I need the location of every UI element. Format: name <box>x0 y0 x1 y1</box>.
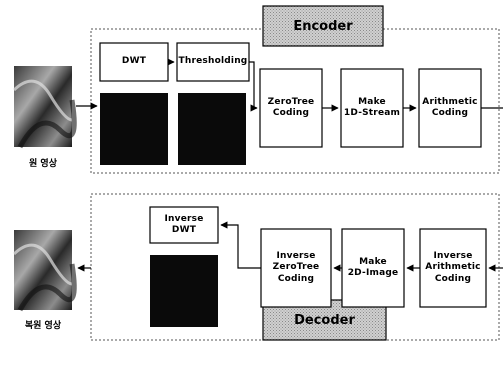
inverse-zerotree-coding-box <box>260 228 332 308</box>
dwt-coefficient-image <box>100 93 168 165</box>
make-2d-image-label: Make 2D-Image <box>347 256 399 278</box>
inverse-arithmetic-coding-label: Inverse Arithmetic Coding <box>425 251 481 284</box>
zerotree-coding-box <box>259 68 323 148</box>
arithmetic-coding-label: Arithmetic Coding <box>422 96 478 118</box>
decoder-title: Decoder <box>294 312 355 328</box>
original-image-caption: 원 영상 <box>29 159 57 169</box>
inverse-dwt-label: Inverse DWT <box>164 213 204 235</box>
encoder-connectors <box>76 58 503 112</box>
reconstructed-image-caption: 복원 영상 <box>24 321 62 331</box>
make-1d-stream-label: Make 1D-Stream <box>343 96 401 118</box>
make-1d-stream-box <box>340 68 404 148</box>
thresholded-coefficient-image <box>178 93 246 165</box>
make-2d-image-box <box>341 228 405 308</box>
inverse-dwt-box <box>149 206 219 244</box>
inverse-zerotree-coding-label: Inverse ZeroTree Coding <box>272 251 320 284</box>
zerotree-coding-label: ZeroTree Coding <box>267 96 315 118</box>
decoder-connectors <box>77 221 503 272</box>
thresholding-label: Thresholding <box>178 56 248 67</box>
original-image <box>12 66 77 149</box>
inverse-arithmetic-coding-box <box>419 228 487 308</box>
dwt-label: DWT <box>121 56 147 67</box>
arithmetic-coding-box <box>418 68 482 148</box>
reconstructed-coefficient-image <box>150 255 218 327</box>
reconstructed-image <box>12 230 77 312</box>
encoder-title: Encoder <box>293 18 353 34</box>
encoder-title-box <box>262 5 384 47</box>
